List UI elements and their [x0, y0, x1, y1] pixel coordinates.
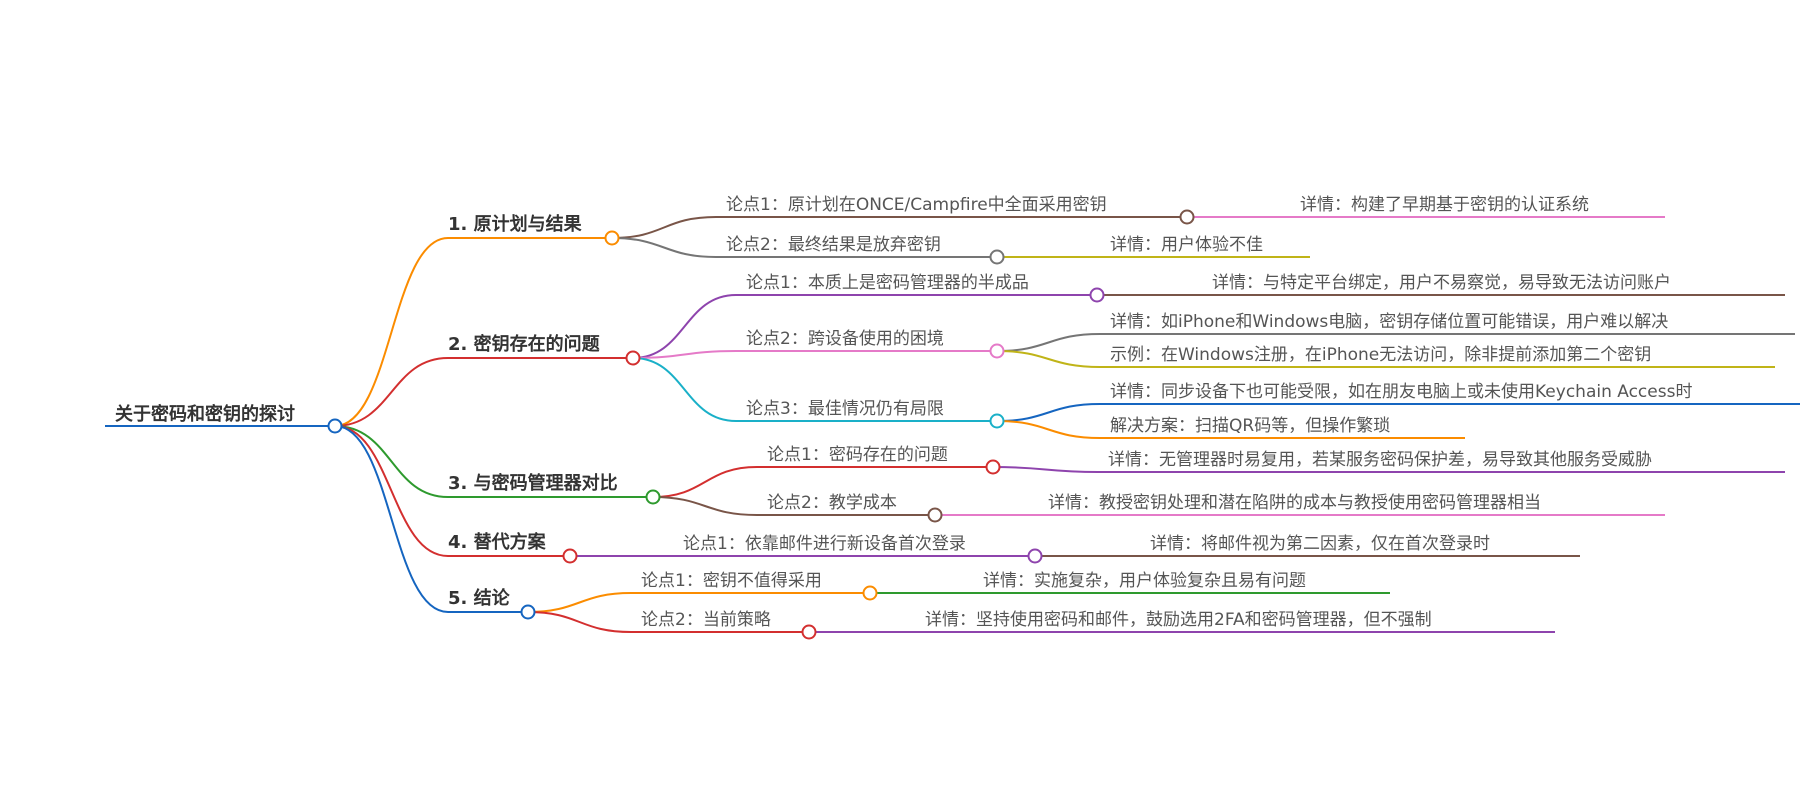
mindmap-underlines	[105, 216, 1800, 633]
detail-label: 详情：坚持使用密码和邮件，鼓励选用2FA和密码管理器，但不强制	[925, 609, 1432, 630]
subtopic-edge	[527, 611, 632, 633]
branch-edge	[334, 237, 449, 427]
branch-topic: 3. 与密码管理器对比	[448, 472, 618, 494]
branch-topic: 4. 替代方案	[448, 531, 547, 553]
detail-label: 解决方案：扫描QR码等，但操作繁琐	[1110, 416, 1390, 436]
branch-edge	[334, 425, 449, 557]
detail-label: 详情：教授密钥处理和潜在陷阱的成本与教授使用密码管理器相当	[1048, 492, 1541, 513]
subtopic-connector[interactable]	[862, 585, 878, 601]
branch-connector[interactable]	[625, 350, 641, 366]
subtopic-edge	[611, 237, 717, 258]
subtopic-connector[interactable]	[989, 413, 1005, 429]
branch-connector[interactable]	[604, 230, 620, 246]
subtopic-label: 论点3：最佳情况仍有局限	[746, 399, 944, 419]
branch-topic: 5. 结论	[448, 587, 511, 609]
mindmap-connectors	[327, 209, 1195, 640]
detail-label: 详情：同步设备下也可能受限，如在朋友电脑上或未使用Keychain Access…	[1110, 381, 1692, 402]
subtopic-edge	[611, 216, 717, 239]
subtopic-connector[interactable]	[801, 624, 817, 640]
subtopic-label: 论点1：密码存在的问题	[767, 445, 948, 465]
branch-edge	[334, 425, 449, 613]
mindmap-edges	[334, 215, 1290, 634]
detail-edge	[996, 350, 1101, 368]
subtopic-label: 论点1：本质上是密码管理器的半成品	[746, 273, 1029, 293]
subtopic-label: 论点2：教学成本	[767, 493, 897, 513]
subtopic-edge	[652, 466, 758, 498]
root-topic: 关于密码和密钥的探讨	[115, 403, 295, 425]
subtopic-connector[interactable]	[985, 459, 1001, 475]
subtopic-label: 论点1：密钥不值得采用	[641, 571, 822, 591]
subtopic-label: 论点2：当前策略	[641, 610, 771, 630]
subtopic-connector[interactable]	[1179, 209, 1195, 225]
detail-label: 详情：用户体验不佳	[1110, 235, 1263, 255]
subtopic-edge	[632, 350, 737, 359]
detail-edge	[992, 466, 1099, 473]
subtopic-label: 论点1：原计划在ONCE/Campfire中全面采用密钥	[726, 195, 1107, 215]
detail-label: 详情：将邮件视为第二因素，仅在首次登录时	[1150, 534, 1490, 554]
branch-topic: 1. 原计划与结果	[448, 213, 583, 235]
subtopic-connector[interactable]	[1027, 548, 1043, 564]
subtopic-label: 论点2：最终结果是放弃密钥	[726, 235, 941, 255]
branch-connector[interactable]	[562, 548, 578, 564]
subtopic-edge	[632, 294, 737, 359]
subtopic-edge	[527, 592, 632, 613]
root-connector[interactable]	[327, 418, 343, 434]
detail-edge	[996, 420, 1101, 439]
detail-edge	[996, 333, 1101, 352]
subtopic-edge	[652, 496, 758, 516]
detail-label: 详情：构建了早期基于密钥的认证系统	[1300, 195, 1589, 215]
subtopic-connector[interactable]	[989, 343, 1005, 359]
subtopic-label: 论点2：跨设备使用的困境	[746, 328, 944, 349]
branch-edge	[334, 357, 449, 427]
detail-label: 详情：与特定平台绑定，用户不易察觉，易导致无法访问账户	[1212, 273, 1671, 293]
branch-edge	[334, 425, 449, 498]
subtopic-label: 论点1：依靠邮件进行新设备首次登录	[683, 534, 966, 554]
detail-label: 详情：实施复杂，用户体验复杂且易有问题	[983, 571, 1306, 591]
mindmap-labels: 关于密码和密钥的探讨 1. 原计划与结果 论点1：原计划在ONCE/Campfire…	[115, 195, 1692, 630]
subtopic-edge	[632, 357, 737, 422]
branch-connector[interactable]	[520, 604, 536, 620]
subtopic-connector[interactable]	[1089, 287, 1105, 303]
detail-label: 详情：如iPhone和Windows电脑，密钥存储位置可能错误，用户难以解决	[1110, 312, 1668, 332]
subtopic-connector[interactable]	[989, 249, 1005, 265]
detail-label: 示例：在Windows注册，在iPhone无法访问，除非提前添加第二个密钥	[1110, 345, 1651, 365]
branch-connector[interactable]	[645, 489, 661, 505]
detail-edge	[996, 403, 1101, 422]
detail-label: 详情：无管理器时易复用，若某服务密码保护差，易导致其他服务受威胁	[1108, 450, 1652, 470]
branch-topic: 2. 密钥存在的问题	[448, 333, 601, 355]
subtopic-connector[interactable]	[927, 507, 943, 523]
